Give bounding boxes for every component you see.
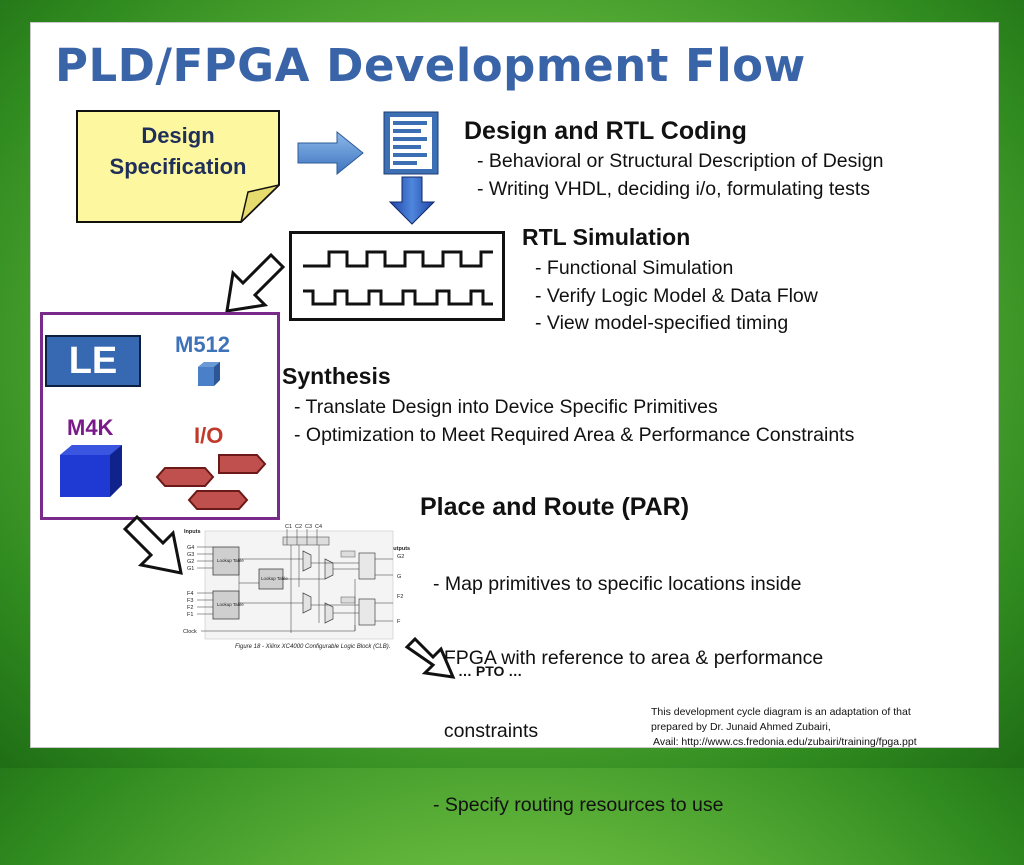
clb-out-g2: G2	[397, 554, 404, 560]
clb-out-f: F	[397, 619, 401, 625]
fpga-resources-box: LE M512 M4K I/O	[40, 312, 280, 520]
down-arrow-icon	[388, 176, 436, 225]
clb-out-g: G	[397, 574, 401, 580]
clb-lut-f-label: Lookup Table	[217, 602, 244, 607]
le-block: LE	[45, 335, 141, 387]
rtl-coding-bullets: - Behavioral or Structural Description o…	[477, 148, 883, 203]
design-spec-line1: Design	[141, 123, 215, 148]
m4k-cube-icon	[60, 445, 122, 497]
right-arrow-icon	[297, 131, 364, 175]
clb-figure-caption: Figure 18 - Xilinx XC4000 Configurable L…	[235, 644, 390, 650]
io-label: I/O	[194, 423, 224, 448]
clb-pin-f3: F3	[187, 598, 193, 604]
clb-pin-f4: F4	[187, 591, 193, 597]
clb-c4-label: C4	[315, 524, 322, 530]
credit-line-2: prepared by Dr. Junaid Ahmed Zubairi,	[651, 721, 831, 733]
rtl-coding-heading: Design and RTL Coding	[464, 117, 747, 145]
clb-pin-f2: F2	[187, 605, 193, 611]
hollow-arrow-pto-icon	[404, 637, 456, 679]
rtl-coding-bullet-1: - Behavioral or Structural Description o…	[477, 150, 884, 172]
document-icon	[383, 111, 439, 175]
pto-label: … PTO …	[458, 663, 523, 679]
clb-schematic-figure: C1 C2 C3 C4 Inputs Outputs Selector G4 G…	[183, 524, 410, 650]
par-bullet-3: constraints	[433, 720, 539, 742]
credit-line-1: This development cycle diagram is an ada…	[651, 706, 911, 718]
clb-pin-g2: G2	[187, 559, 194, 565]
clb-inputs-label: Inputs	[184, 529, 201, 535]
credit-note: This development cycle diagram is an ada…	[651, 705, 917, 750]
clb-outputs-label: Outputs	[389, 546, 410, 552]
clb-c1-label: C1	[285, 524, 292, 530]
waveform-icon	[289, 231, 505, 321]
synthesis-bullet-2: - Optimization to Meet Required Area & P…	[294, 423, 855, 446]
clb-lut-g-label: Lookup Table	[217, 558, 244, 563]
clb-lut-h-label: Lookup Table	[261, 576, 288, 581]
rtl-sim-bullet-3: - View model-specified timing	[535, 312, 789, 334]
clb-pin-clock: Clock	[183, 629, 197, 635]
clb-pin-g3: G3	[187, 552, 194, 558]
slide: PLD/FPGA Development Flow Design Specifi…	[30, 22, 999, 816]
clb-c3-label: C3	[305, 524, 312, 530]
credit-line-3: Avail: http://www.cs.fredonia.edu/zubair…	[653, 736, 917, 748]
clb-pin-g4: G4	[187, 545, 194, 551]
page-title: PLD/FPGA Development Flow	[55, 39, 806, 92]
clb-pin-g1: G1	[187, 566, 194, 572]
rtl-simulation-bullets: - Functional Simulation - Verify Logic M…	[535, 255, 818, 338]
rtl-sim-bullet-2: - Verify Logic Model & Data Flow	[535, 284, 818, 307]
m512-label: M512	[175, 332, 231, 357]
clb-out-f2: F2	[397, 594, 403, 600]
par-bullet-1: - Map primitives to specific locations i…	[433, 573, 802, 595]
m4k-label: M4K	[67, 415, 114, 440]
io-pad-icon	[155, 454, 267, 510]
par-bullets: - Map primitives to specific locations i…	[433, 525, 823, 865]
rtl-coding-bullet-2: - Writing VHDL, deciding i/o, formulatin…	[477, 177, 871, 200]
clb-pin-f1: F1	[187, 612, 193, 618]
hollow-arrow-down-left-icon	[225, 252, 286, 313]
clb-c2-label: C2	[295, 524, 302, 530]
par-bullet-4: - Specify routing resources to use	[433, 793, 724, 816]
sticky-note-icon	[76, 110, 280, 223]
rtl-simulation-heading: RTL Simulation	[522, 224, 691, 250]
rtl-sim-bullet-1: - Functional Simulation	[535, 257, 734, 279]
synthesis-heading: Synthesis	[282, 363, 391, 389]
synthesis-bullet-1: - Translate Design into Device Specific …	[294, 396, 718, 418]
hollow-arrow-down-right-icon	[122, 515, 183, 575]
design-spec-line2: Specification	[109, 154, 247, 179]
design-specification-box: Design Specification	[76, 110, 280, 223]
par-heading: Place and Route (PAR)	[420, 493, 690, 521]
synthesis-bullets: - Translate Design into Device Specific …	[294, 394, 854, 449]
m512-cube-icon	[198, 362, 220, 386]
par-bullet-2: FPGA with reference to area & performanc…	[433, 646, 824, 669]
